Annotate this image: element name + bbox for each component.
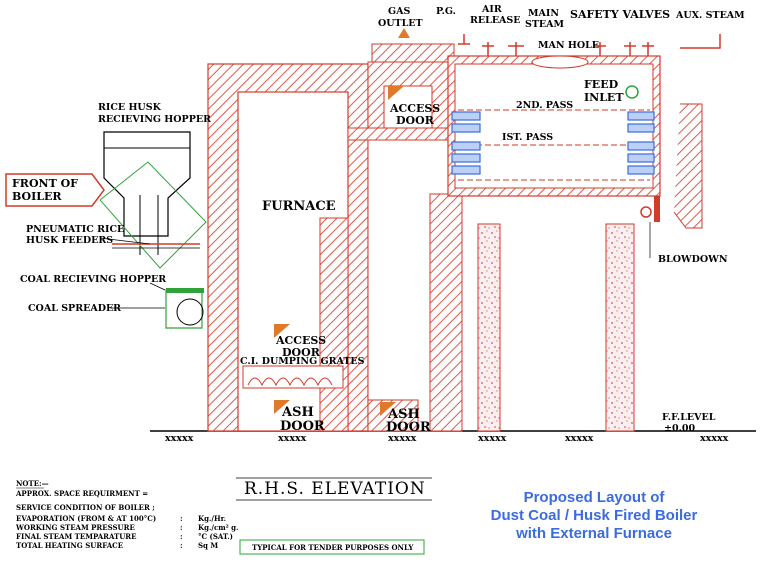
man-hole-label: MAN HOLE — [538, 40, 599, 51]
pneumatic-label-2: HUSK FEEDERS — [26, 235, 113, 246]
ground-hatch: xxxxx — [165, 433, 194, 444]
note-row-label: TOTAL HEATING SURFACE — [16, 541, 123, 550]
blowdown-label: BLOWDOWN — [658, 254, 728, 265]
safety-valves-label: SAFETY VALVES — [570, 8, 670, 21]
rice-husk-label-2: RECIEVING HOPPER — [98, 114, 211, 125]
note-row-unit: °C (SAT.) — [198, 532, 233, 541]
note-row-unit: Kg./Hr. — [198, 514, 226, 523]
note-row-sep: : — [180, 514, 183, 523]
dumping-grates-label: C.I. DUMPING GRATES — [240, 356, 365, 367]
rice-husk-label-1: RICE HUSK — [98, 102, 162, 113]
main-steam-label-1: MAIN — [528, 8, 559, 19]
svg-text:xxxxx: xxxxx — [278, 433, 307, 444]
access-door-top-2: DOOR — [396, 114, 435, 127]
second-pass-label: 2ND. PASS — [516, 100, 573, 111]
svg-text:xxxxx: xxxxx — [565, 433, 594, 444]
drawing-title: R.H.S. ELEVATION — [244, 479, 426, 499]
note-row-label: EVAPORATION (FROM & AT 100°C) — [16, 514, 156, 523]
air-label-1: AIR — [481, 4, 502, 15]
boiler-shell — [447, 55, 661, 197]
typical-box — [239, 539, 425, 555]
note-heading: NOTE:— — [16, 479, 49, 488]
pneumatic-label-1: PNEUMATIC RICE — [26, 224, 124, 235]
note-row-unit: Sq M — [198, 541, 218, 550]
note-row-label: FINAL STEAM TEMPARATURE — [16, 532, 136, 541]
ash-door-right-1: ASH — [387, 407, 420, 422]
first-pass-label: IST. PASS — [502, 132, 553, 143]
access-door-top-1: ACCESS — [389, 102, 440, 115]
ash-door-left-1: ASH — [281, 405, 314, 420]
access-door-mid-2: DOOR — [282, 346, 321, 359]
ff-level-label-2: ±0.00 — [664, 423, 695, 434]
ash-door-left-2: DOOR — [280, 419, 325, 434]
front-of-boiler-arrow — [5, 173, 105, 207]
note-service: SERVICE CONDITION OF BOILER ; — [16, 503, 155, 512]
front-label-1: FRONT OF — [12, 177, 78, 190]
note-row-sep: : — [180, 523, 183, 532]
proposed-line-3: with External Furnace — [515, 525, 672, 542]
pg-label: P.G. — [436, 6, 456, 17]
main-steam-label-2: STEAM — [525, 19, 565, 30]
proposed-line-2: Dust Coal / Husk Fired Boiler — [491, 507, 698, 524]
access-door-mid-1: ACCESS — [275, 334, 326, 347]
ash-door-right-2: DOOR — [386, 420, 431, 435]
feed-label-2: INLET — [584, 91, 624, 104]
coal-spreader-label: COAL SPREADER — [28, 303, 121, 314]
note-row-sep: : — [180, 541, 183, 550]
typical-text: TYPICAL FOR TENDER PURPOSES ONLY — [252, 543, 414, 552]
svg-text:xxxxx: xxxxx — [388, 433, 417, 444]
flue-passage — [347, 43, 463, 432]
furnace-structure — [207, 63, 369, 432]
gas-label-1: GAS — [388, 6, 410, 17]
svg-text:xxxxx: xxxxx — [700, 433, 729, 444]
husk-hopper — [99, 131, 207, 329]
svg-text:xxxxx: xxxxx — [478, 433, 507, 444]
gas-label-2: OUTLET — [378, 18, 423, 29]
note-space: APPROX. SPACE REQUIRMENT = — [15, 489, 148, 498]
notes-block: NOTE:— APPROX. SPACE REQUIRMENT = SERVIC… — [15, 479, 238, 550]
furnace-label: FURNACE — [262, 199, 336, 214]
note-row-unit: Kg./cm² g. — [198, 523, 238, 532]
door-markers — [274, 28, 410, 416]
feed-label-1: FEED — [584, 78, 619, 91]
coal-hopper-label: COAL RECIEVING HOPPER — [20, 274, 166, 285]
front-label-2: BOILER — [12, 190, 62, 203]
ff-level-label-1: F.F.LEVEL — [662, 412, 716, 423]
support-columns — [460, 195, 640, 432]
air-label-2: RELEASE — [470, 15, 521, 26]
aux-steam-label: AUX. STEAM — [675, 10, 745, 21]
right-duct — [640, 103, 703, 229]
top-valves — [458, 34, 721, 56]
note-row-label: WORKING STEAM PRESSURE — [15, 523, 135, 532]
proposed-line-1: Proposed Layout of — [524, 489, 666, 506]
leader-lines — [99, 222, 651, 309]
note-row-sep: : — [180, 532, 183, 541]
labels: GAS OUTLET P.G. AIR RELEASE MAIN STEAM S… — [12, 4, 745, 435]
